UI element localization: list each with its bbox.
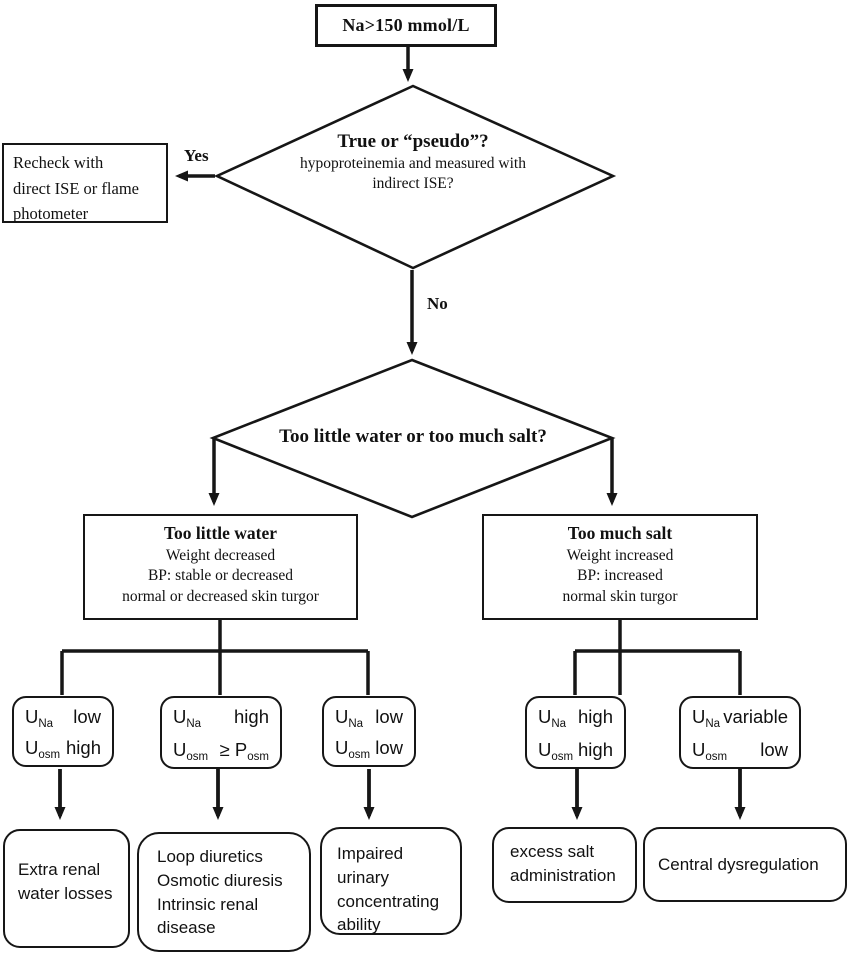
connector-left-branch bbox=[60, 620, 370, 695]
u-symbol: U bbox=[25, 736, 39, 758]
ubox-una-variable-uosm-low: UNa variable Uosm low bbox=[679, 696, 801, 769]
u-symbol: U bbox=[173, 706, 187, 727]
outcome2-line4: disease bbox=[157, 918, 216, 938]
u-symbol: U bbox=[25, 706, 39, 727]
outcome3-line3: concentrating bbox=[337, 891, 440, 911]
u-subscript: Na bbox=[186, 718, 202, 731]
ubox3-line1: UNa low bbox=[335, 705, 403, 730]
outcome3-line1: Impaired bbox=[337, 844, 404, 863]
u-value: low bbox=[760, 738, 788, 760]
start-node: Na>150 mmol/L bbox=[315, 4, 497, 47]
u-value: high bbox=[234, 706, 269, 727]
ubox-una-low-uosm-low: UNa low Uosm low bbox=[322, 696, 416, 767]
outcome-loop-diuretics: Loop diuretics Osmotic diuresis Intrinsi… bbox=[137, 832, 311, 952]
decision1-subtitle-line2: indirect ISE? bbox=[372, 174, 454, 192]
branch-right-line3: normal skin turgor bbox=[562, 587, 678, 605]
ubox4-line2: Uosm high bbox=[538, 738, 613, 763]
u-symbol: U bbox=[538, 738, 552, 760]
branch-right-line2: BP: increased bbox=[577, 567, 663, 585]
decision1-text: True or “pseudo”? hypoproteinemia and me… bbox=[263, 131, 563, 194]
ubox-una-high-uosm-gte-posm: UNa high Uosm ≥ Posm bbox=[160, 696, 282, 769]
u-symbol: U bbox=[335, 706, 349, 727]
ubox2-line2: Uosm ≥ Posm bbox=[173, 738, 269, 763]
ubox1-line2: Uosm high bbox=[25, 736, 101, 761]
u-symbol: U bbox=[335, 736, 349, 758]
ubox5-line2: Uosm low bbox=[692, 738, 788, 763]
ubox3-line2: Uosm low bbox=[335, 736, 403, 761]
decision2-text: Too little water or too much salt? bbox=[238, 426, 588, 449]
u-value: ≥ P bbox=[219, 738, 248, 760]
decision1-subtitle-line1: hypoproteinemia and measured with bbox=[300, 154, 526, 172]
edge-label-yes: Yes bbox=[184, 146, 209, 165]
u-value: high bbox=[578, 738, 613, 760]
outcome2-line2: Osmotic diuresis bbox=[157, 870, 283, 890]
outcome5-line1: Central dysregulation bbox=[658, 854, 819, 874]
start-node-label: Na>150 mmol/L bbox=[342, 15, 470, 35]
u-symbol: U bbox=[538, 706, 552, 727]
decision2-title: Too little water or too much salt? bbox=[279, 426, 547, 447]
outcome3-line4: ability bbox=[337, 915, 381, 935]
u-subscript: osm bbox=[705, 751, 728, 763]
u-value: high bbox=[578, 706, 613, 727]
outcome4-line2: administration bbox=[510, 865, 616, 885]
u-subscript: osm bbox=[186, 751, 209, 763]
outcome1-line1: Extra renal bbox=[18, 860, 101, 879]
branch-too-little-water: Too little water Weight decreased BP: st… bbox=[83, 514, 358, 620]
ubox-una-high-uosm-high: UNa high Uosm high bbox=[525, 696, 626, 769]
u-value: low bbox=[375, 736, 403, 758]
u-symbol: U bbox=[692, 738, 706, 760]
outcome-excess-salt-administration: excess salt administration bbox=[492, 827, 637, 903]
ubox2-line1: UNa high bbox=[173, 705, 269, 730]
decision1-title: True or “pseudo”? bbox=[337, 131, 489, 152]
u-subscript: Na bbox=[348, 718, 364, 731]
u-value: low bbox=[375, 706, 403, 727]
u-subscript: Na bbox=[551, 718, 567, 731]
decision1-diamond bbox=[213, 84, 617, 270]
recheck-node: Recheck with direct ISE or flame photome… bbox=[2, 143, 168, 223]
outcome1-line2: water losses bbox=[18, 883, 113, 903]
recheck-line2: direct ISE or flame bbox=[13, 178, 139, 198]
connector-right-branch bbox=[573, 620, 742, 695]
edge-label-no: No bbox=[427, 294, 448, 313]
outcome-impaired-concentrating-ability: Impaired urinary concentrating ability bbox=[320, 827, 462, 935]
u-value: high bbox=[66, 736, 101, 758]
recheck-line1: Recheck with bbox=[13, 153, 104, 172]
branch-right-title: Too much salt bbox=[567, 523, 673, 543]
branch-left-title: Too little water bbox=[163, 523, 278, 543]
u-subscript: osm bbox=[38, 749, 61, 761]
outcome4-line1: excess salt bbox=[510, 842, 595, 861]
u-subscript: Na bbox=[705, 718, 721, 731]
u-symbol: U bbox=[692, 706, 706, 727]
u-subscript2: osm bbox=[247, 751, 269, 763]
outcome2-line3: Intrinsic renal bbox=[157, 894, 259, 914]
branch-left-line2: BP: stable or decreased bbox=[147, 567, 294, 585]
ubox-una-low-uosm-high: UNa low Uosm high bbox=[12, 696, 114, 767]
ubox4-line1: UNa high bbox=[538, 705, 613, 730]
branch-left-line3: normal or decreased skin turgor bbox=[122, 587, 319, 605]
u-value: variable bbox=[723, 706, 788, 727]
u-subscript: osm bbox=[551, 751, 574, 763]
outcome-extra-renal-water-losses: Extra renal water losses bbox=[3, 829, 130, 948]
u-subscript: osm bbox=[348, 749, 371, 761]
branch-too-much-salt: Too much salt Weight increased BP: incre… bbox=[482, 514, 758, 620]
outcome-central-dysregulation: Central dysregulation bbox=[643, 827, 847, 902]
recheck-line3: photometer bbox=[13, 204, 89, 224]
outcome3-line2: urinary bbox=[337, 867, 389, 887]
branch-right-line1: Weight increased bbox=[566, 546, 674, 564]
u-subscript: Na bbox=[38, 718, 54, 731]
ubox1-line1: UNa low bbox=[25, 705, 101, 730]
decision2-diamond bbox=[209, 358, 616, 519]
u-symbol: U bbox=[173, 738, 187, 760]
ubox5-line1: UNa variable bbox=[692, 705, 788, 730]
outcome2-line1: Loop diuretics bbox=[157, 847, 263, 866]
branch-left-line1: Weight decreased bbox=[165, 546, 276, 564]
u-value: low bbox=[73, 706, 101, 727]
